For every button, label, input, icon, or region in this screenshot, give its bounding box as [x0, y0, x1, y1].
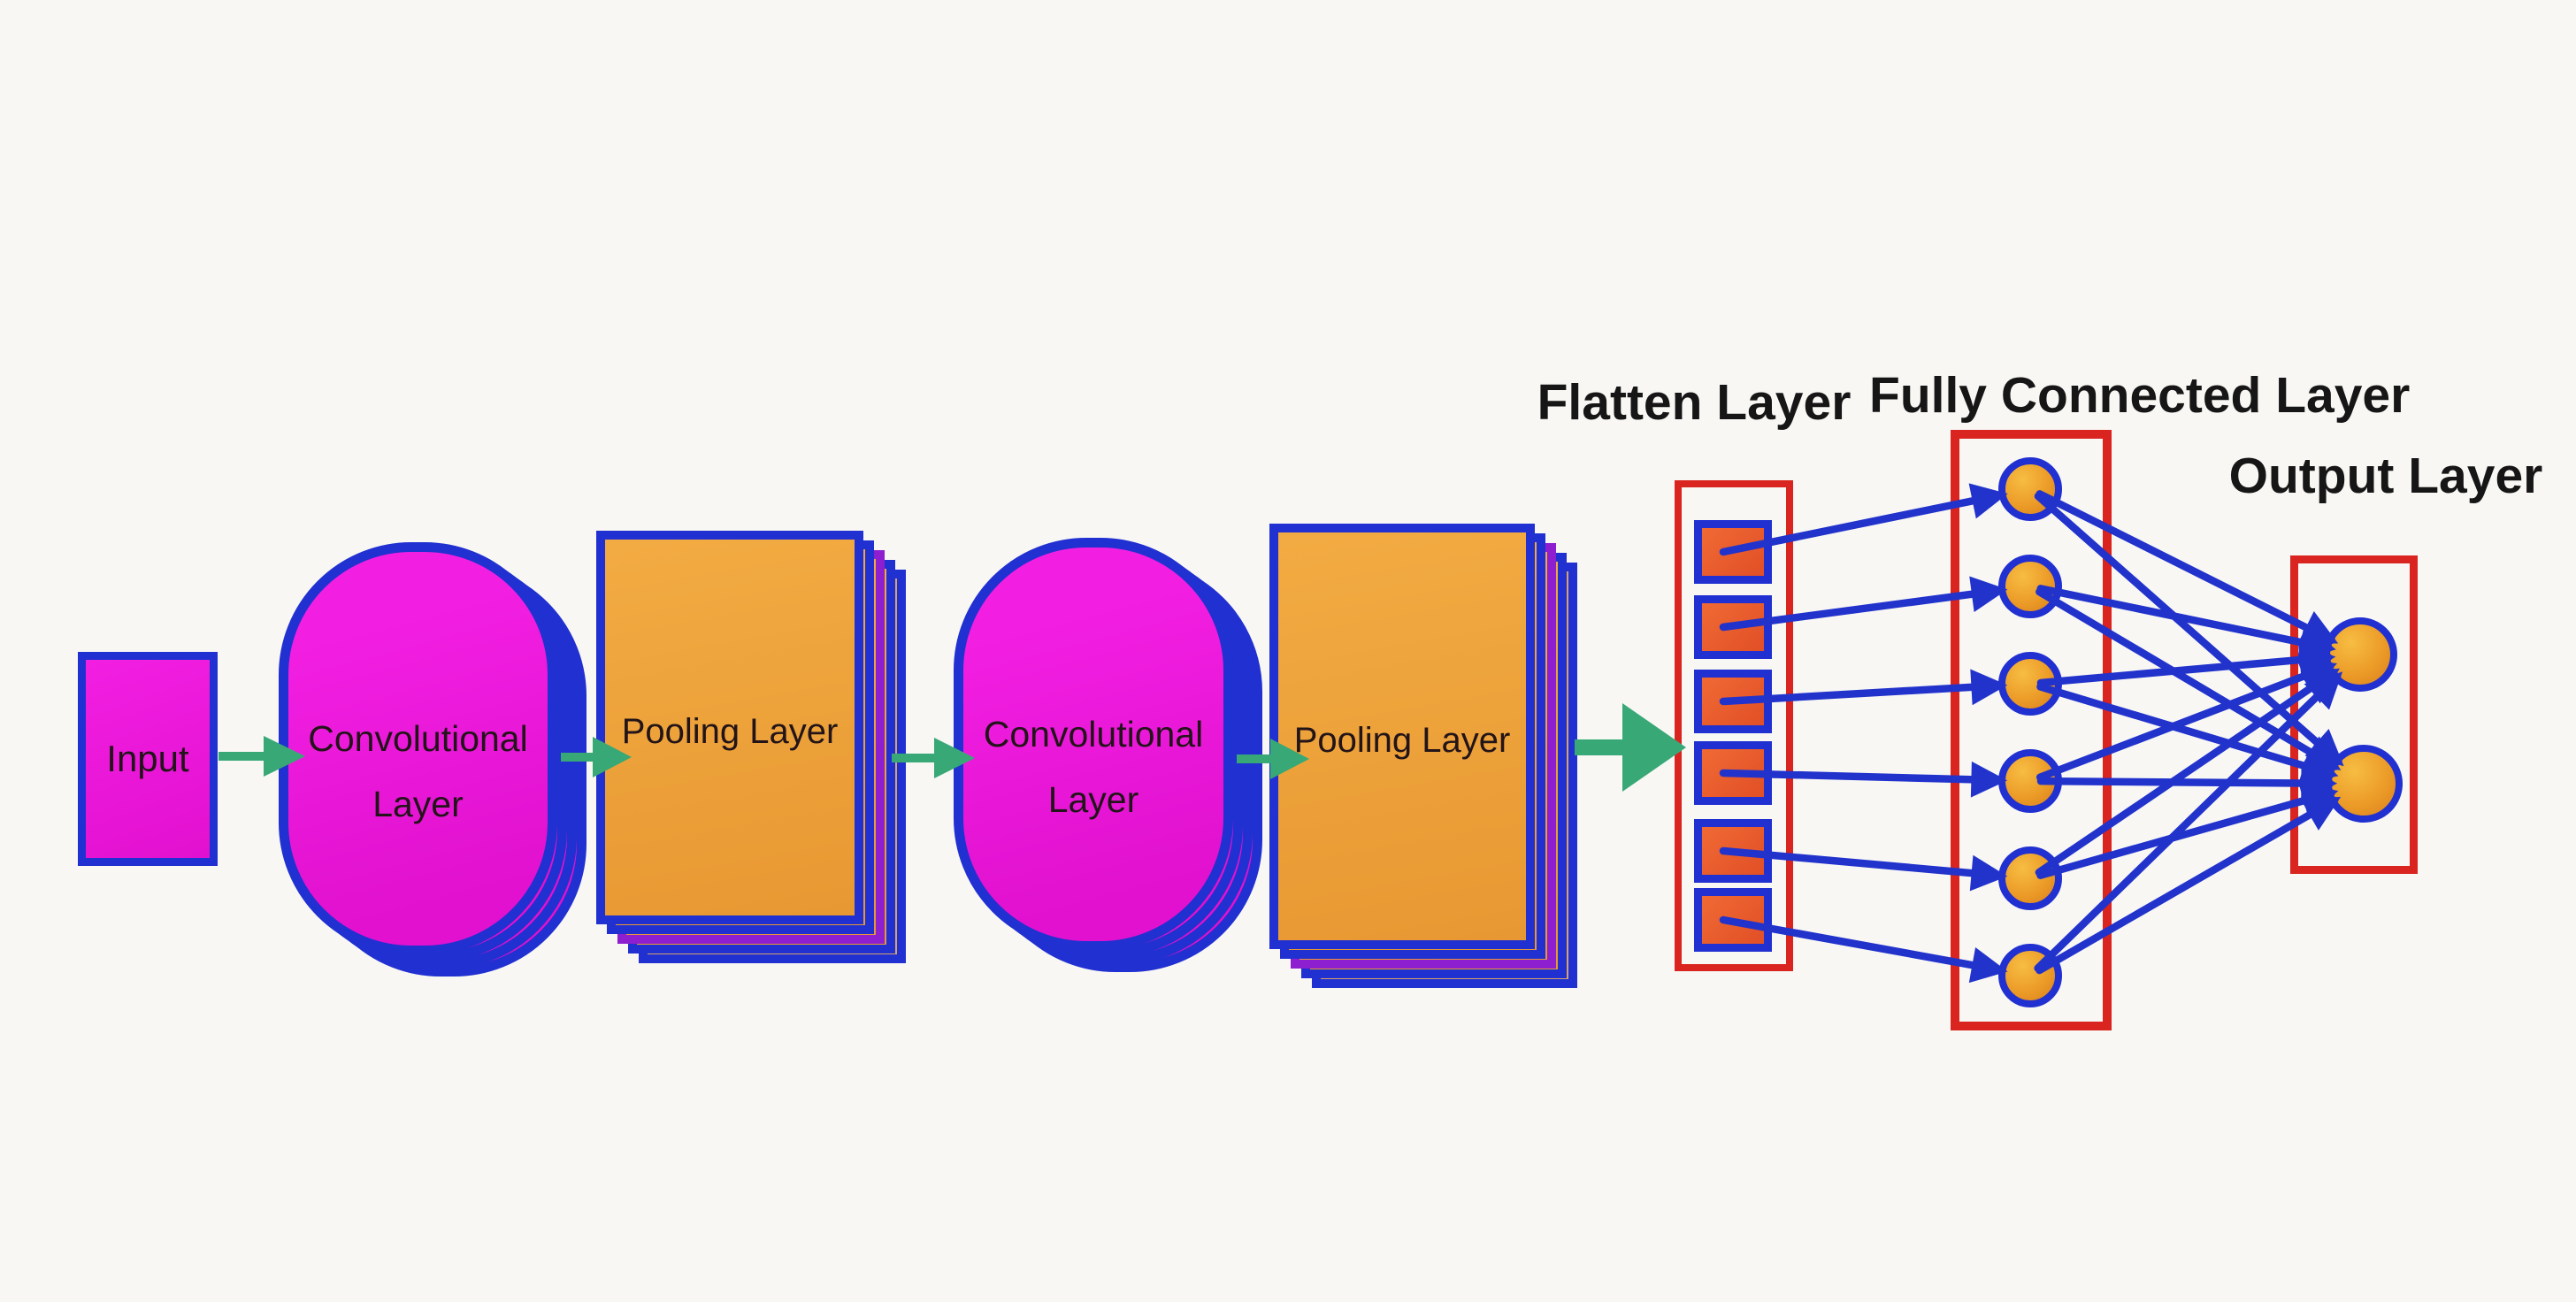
fc-neuron — [1998, 457, 2062, 521]
output-neuron — [2325, 745, 2403, 823]
flatten-cell — [1694, 520, 1772, 584]
pooling-layer-2-front: Pooling Layer — [1269, 524, 1535, 949]
fc-neuron — [1998, 749, 2062, 813]
pooling-layer-1-front: Pooling Layer — [596, 531, 863, 924]
pooling-layer-1: Pooling Layer — [596, 531, 906, 963]
fc-neuron — [1998, 555, 2062, 618]
fc-neuron — [1998, 652, 2062, 716]
input-box: Input — [78, 652, 218, 866]
flatten-layer-label: Flatten Layer — [1537, 374, 1852, 431]
fc-neuron — [1998, 944, 2062, 1007]
conv-layer-1-label: Convolutional Layer — [308, 717, 528, 824]
fc-neuron — [1998, 846, 2062, 910]
output-neuron — [2323, 617, 2397, 692]
flatten-cell — [1694, 819, 1772, 883]
output-layer-label: Output Layer — [2228, 448, 2543, 504]
conv-layer-1: Convolutional Layer — [279, 542, 586, 976]
pooling-layer-2-label: Pooling Layer — [1293, 720, 1511, 760]
conv-layer-2-front: Convolutional Layer — [954, 538, 1233, 951]
conv-layer-2: Convolutional Layer — [954, 538, 1262, 972]
conv-layer-1-front: Convolutional Layer — [279, 542, 557, 955]
flatten-cell — [1694, 670, 1772, 733]
flatten-cell — [1694, 888, 1772, 952]
pooling-layer-1-label: Pooling Layer — [621, 711, 839, 751]
output-layer-box — [2290, 555, 2418, 874]
input-label: Input — [106, 738, 189, 780]
conv-layer-2-label: Convolutional Layer — [983, 713, 1204, 820]
pooling-layer-2: Pooling Layer — [1269, 524, 1577, 988]
flatten-cell — [1694, 595, 1772, 659]
fully-connected-layer-label: Fully Connected Layer — [1869, 367, 2411, 424]
flatten-cell — [1694, 741, 1772, 805]
